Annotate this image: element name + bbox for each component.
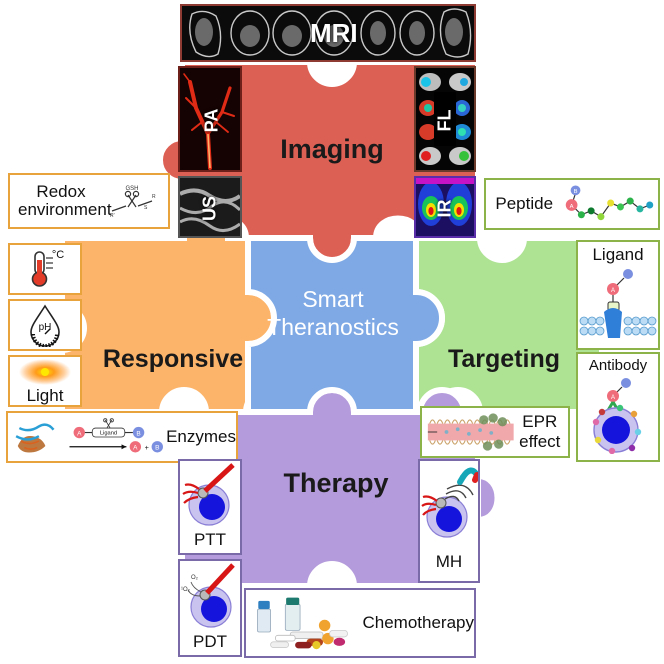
svg-text:pH: pH xyxy=(39,322,52,333)
therapy-box-ptt[interactable]: PTT xyxy=(178,459,242,555)
magnet-cell-icon xyxy=(421,467,478,538)
targeting-box-ligand[interactable]: Ligand A xyxy=(576,240,660,350)
targeting-box-peptide[interactable]: Peptide B A xyxy=(484,178,660,230)
responsive-box-ph[interactable]: pH xyxy=(8,299,82,351)
therapy-box-mh-label: MH xyxy=(435,552,463,571)
imaging-tile-fl-label: FL xyxy=(434,109,455,132)
laser-cell-icon xyxy=(182,463,235,526)
svg-text:GSH: GSH xyxy=(125,186,138,192)
responsive-box-redox[interactable]: Redox environment GSH R' S R xyxy=(8,173,170,229)
therapy-box-ptt-label: PTT xyxy=(193,530,227,549)
svg-text:A: A xyxy=(611,288,615,294)
therapy-box-chemotherapy-label: Chemotherapy xyxy=(362,613,474,633)
quadrant-label-responsive: Responsive xyxy=(102,345,244,373)
thermometer-icon: °C xyxy=(31,249,64,287)
quadrant-label-imaging: Imaging xyxy=(280,134,384,164)
enzyme-protein-icon xyxy=(15,423,55,453)
imaging-tile-pa[interactable]: PA xyxy=(178,66,242,172)
svg-text:R: R xyxy=(152,194,156,200)
therapy-box-mh[interactable]: MH xyxy=(418,459,480,583)
svg-text:A: A xyxy=(570,204,574,210)
svg-text:B: B xyxy=(137,430,141,437)
targeting-box-peptide-label: Peptide xyxy=(495,194,554,214)
therapy-box-pdt[interactable]: O₂ ¹O₂ PDT xyxy=(178,559,242,657)
responsive-box-enzymes[interactable]: Ligand A B A + B Enzymes xyxy=(6,411,238,463)
center-label-line1: Smart xyxy=(302,286,364,312)
responsive-box-light-label: Light xyxy=(26,385,64,405)
targeting-box-epr[interactable]: EPR effect xyxy=(420,406,570,458)
svg-text:B: B xyxy=(574,189,578,195)
imaging-tile-ir[interactable]: IR xyxy=(414,176,476,238)
leaky-vasculature-icon xyxy=(427,413,514,451)
therapy-box-chemotherapy[interactable]: Chemotherapy xyxy=(244,588,476,658)
antibody-cell-icon: A xyxy=(592,377,642,454)
targeting-box-ligand-label: Ligand xyxy=(592,245,644,264)
quadrant-label-therapy: Therapy xyxy=(283,468,389,498)
temperature-unit: °C xyxy=(52,249,64,261)
svg-text:O₂: O₂ xyxy=(191,575,199,581)
responsive-box-redox-label: Redox environment xyxy=(18,182,112,219)
responsive-box-light[interactable]: Light xyxy=(8,355,82,407)
svg-text:A: A xyxy=(77,430,82,437)
svg-text:R': R' xyxy=(110,213,115,219)
targeting-box-antibody[interactable]: Antibody A xyxy=(576,352,660,462)
laser-ros-cell-icon: O₂ ¹O₂ xyxy=(181,563,235,628)
targeting-box-epr-label: EPR effect xyxy=(519,412,561,451)
receptor-ligand-icon: A xyxy=(579,268,657,338)
ph-droplet-icon: pH xyxy=(30,304,60,347)
targeting-box-antibody-label: Antibody xyxy=(588,357,648,374)
puzzle-piece-center[interactable] xyxy=(245,235,445,415)
svg-text:A: A xyxy=(133,445,138,452)
svg-text:¹O₂: ¹O₂ xyxy=(181,587,191,593)
imaging-tile-ir-label: IR xyxy=(434,199,455,218)
center-label-line2: Theranostics xyxy=(267,314,399,340)
svg-text:S: S xyxy=(144,205,148,211)
puzzle-piece-responsive[interactable] xyxy=(59,213,277,415)
pills-vials-icon xyxy=(257,597,348,650)
imaging-tile-mri-label: MRI xyxy=(310,18,358,48)
responsive-box-temperature[interactable]: °C xyxy=(8,243,82,295)
enzyme-linker-label: Ligand xyxy=(100,431,117,437)
responsive-box-enzymes-label: Enzymes xyxy=(166,427,236,447)
sun-icon xyxy=(19,358,71,385)
peptide-chain-icon: B A xyxy=(566,185,654,221)
gsh-scissors-icon: GSH R' S R xyxy=(110,186,156,219)
svg-text:+: + xyxy=(145,443,149,452)
therapy-box-pdt-label: PDT xyxy=(193,632,227,651)
svg-text:B: B xyxy=(155,445,159,452)
enzyme-cleavage-icon: Ligand A B A + B xyxy=(69,418,164,453)
svg-text:A: A xyxy=(611,395,615,401)
imaging-tile-fl[interactable]: FL xyxy=(414,66,476,172)
imaging-tile-us-label: US xyxy=(199,196,220,222)
quadrant-label-targeting: Targeting xyxy=(447,345,561,373)
imaging-tile-mri[interactable]: MRI xyxy=(180,4,476,62)
imaging-tile-us[interactable]: US xyxy=(178,176,242,238)
imaging-tile-pa-label: PA xyxy=(201,108,222,133)
